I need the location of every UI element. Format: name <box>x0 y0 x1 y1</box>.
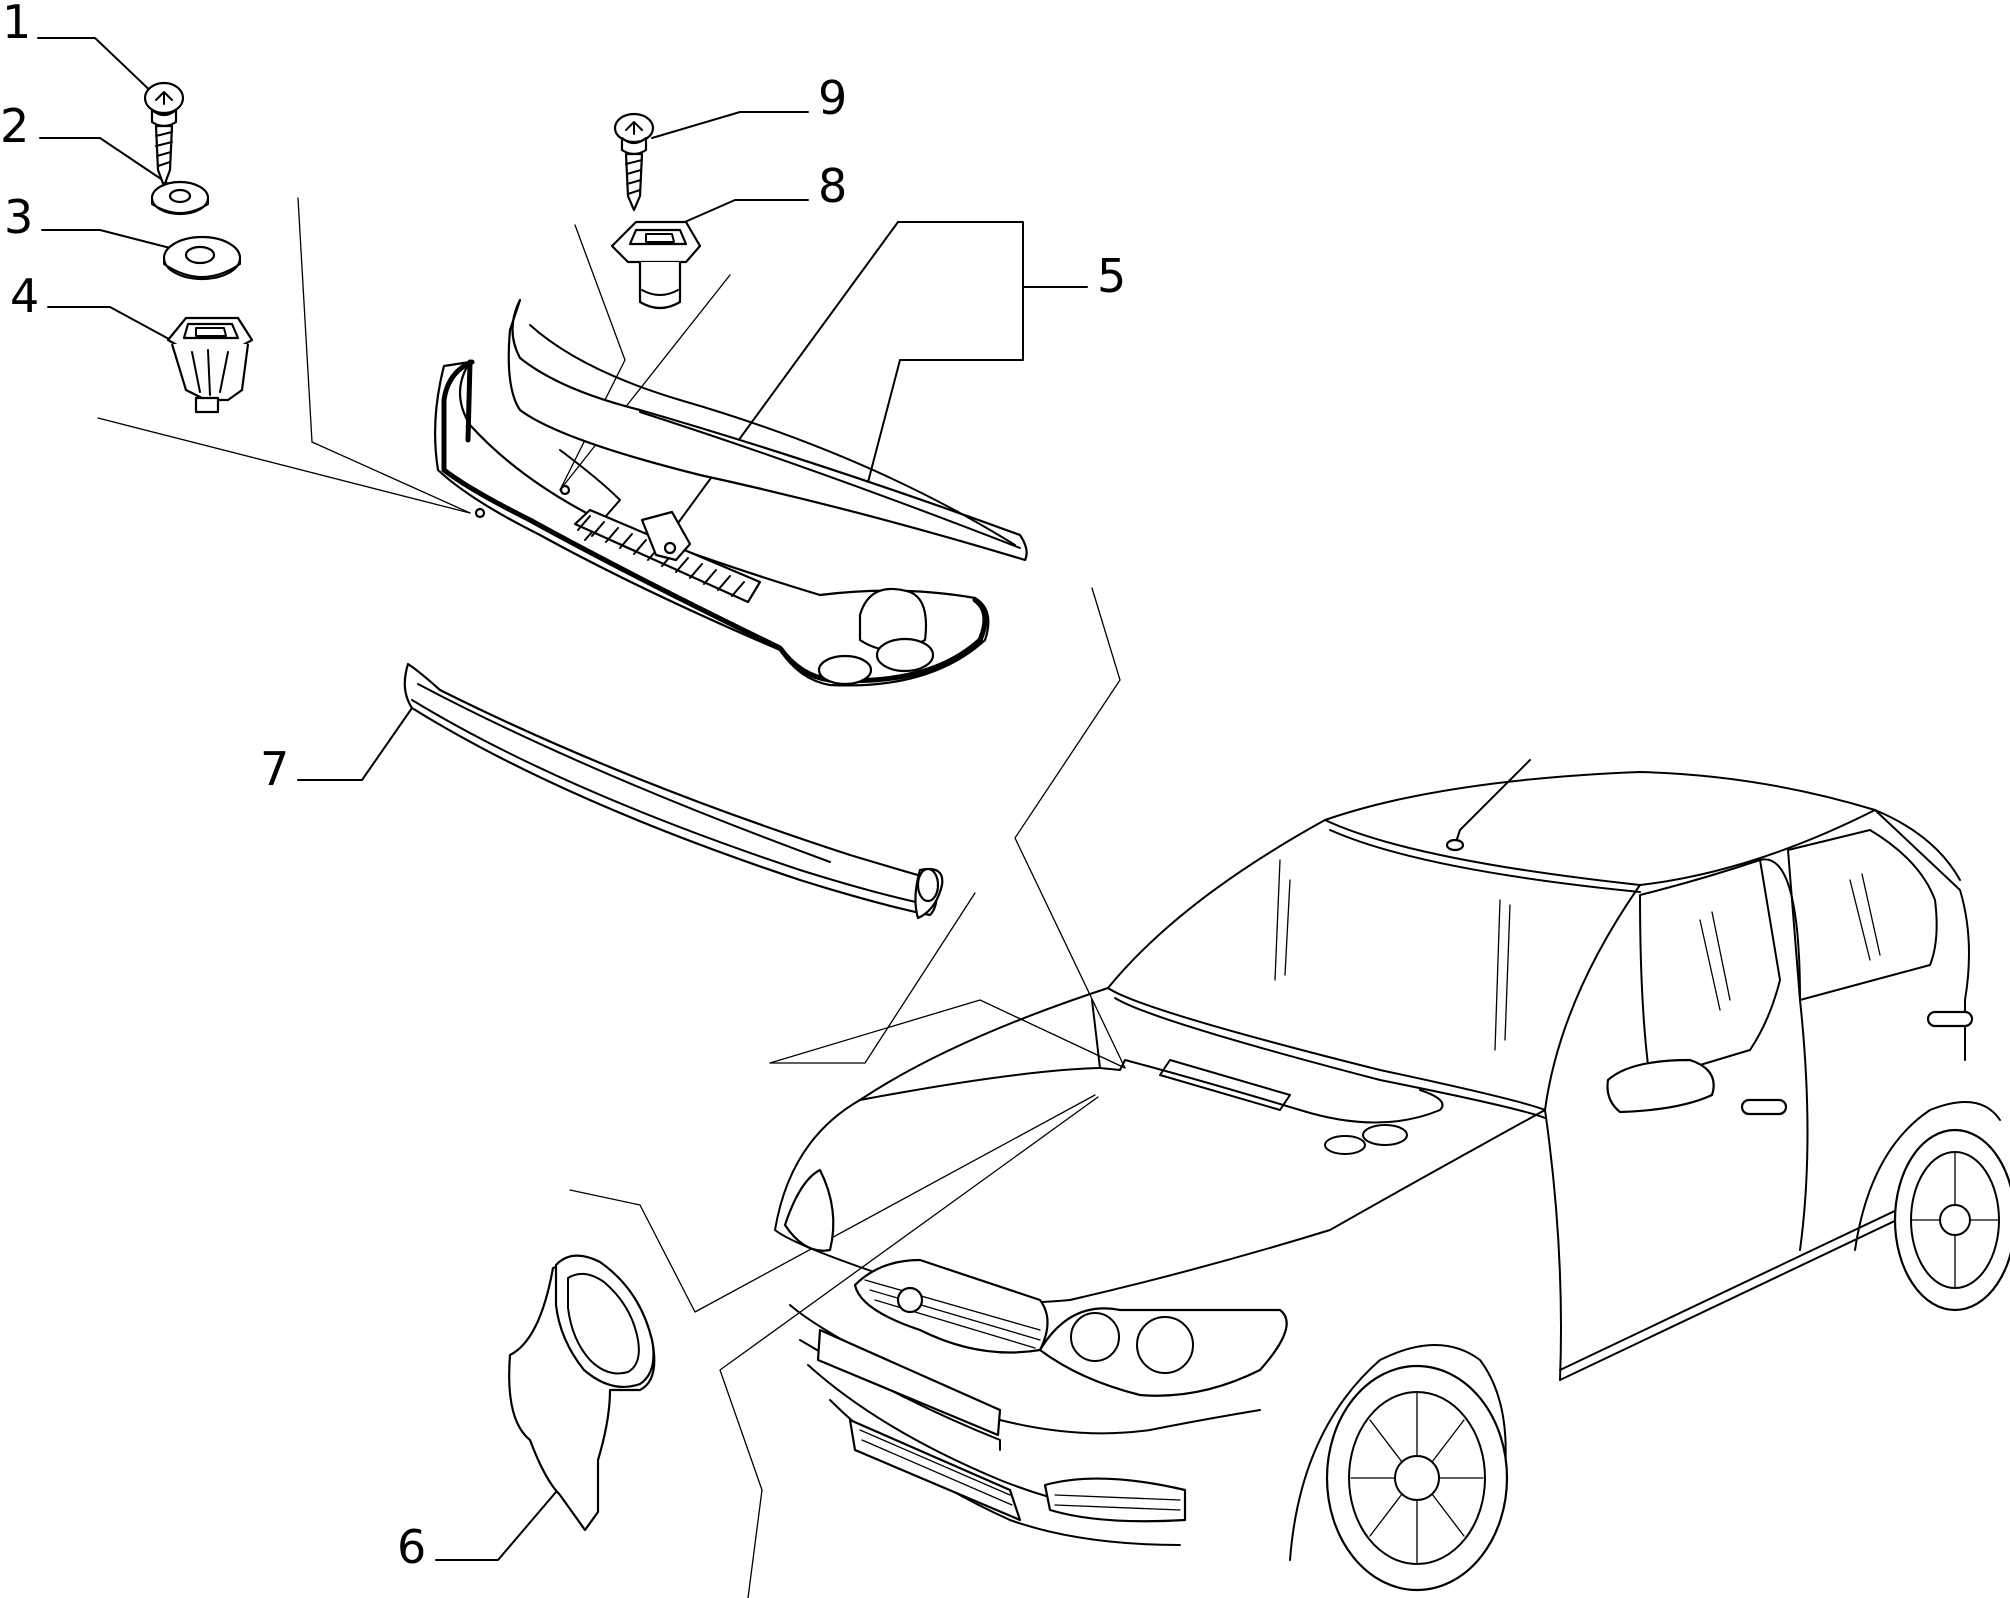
screw-part-9 <box>613 112 655 212</box>
callout-label-7: 7 <box>260 742 289 796</box>
callout-label-5: 5 <box>1097 249 1126 303</box>
screw-part-1 <box>143 81 185 188</box>
callout-label-8: 8 <box>818 159 847 213</box>
washer-part-3 <box>162 235 242 281</box>
callout-label-3: 3 <box>4 190 33 244</box>
callout-labels: 1 2 3 4 5 6 7 8 9 <box>0 0 1126 1574</box>
cowl-panel-part-5 <box>433 298 1028 687</box>
clip-part-8 <box>610 220 702 310</box>
seal-part-7 <box>403 662 944 920</box>
washer-part-2 <box>150 180 210 216</box>
callout-label-6: 6 <box>397 1520 426 1574</box>
duct-part-6 <box>508 1254 656 1532</box>
leader-lines <box>37 37 1126 1598</box>
callout-label-2: 2 <box>0 99 29 153</box>
callout-label-9: 9 <box>818 71 847 125</box>
car-illustration <box>774 759 2010 1592</box>
clip-part-4 <box>166 316 254 414</box>
callout-label-4: 4 <box>10 269 39 323</box>
callout-label-1: 1 <box>2 0 31 49</box>
